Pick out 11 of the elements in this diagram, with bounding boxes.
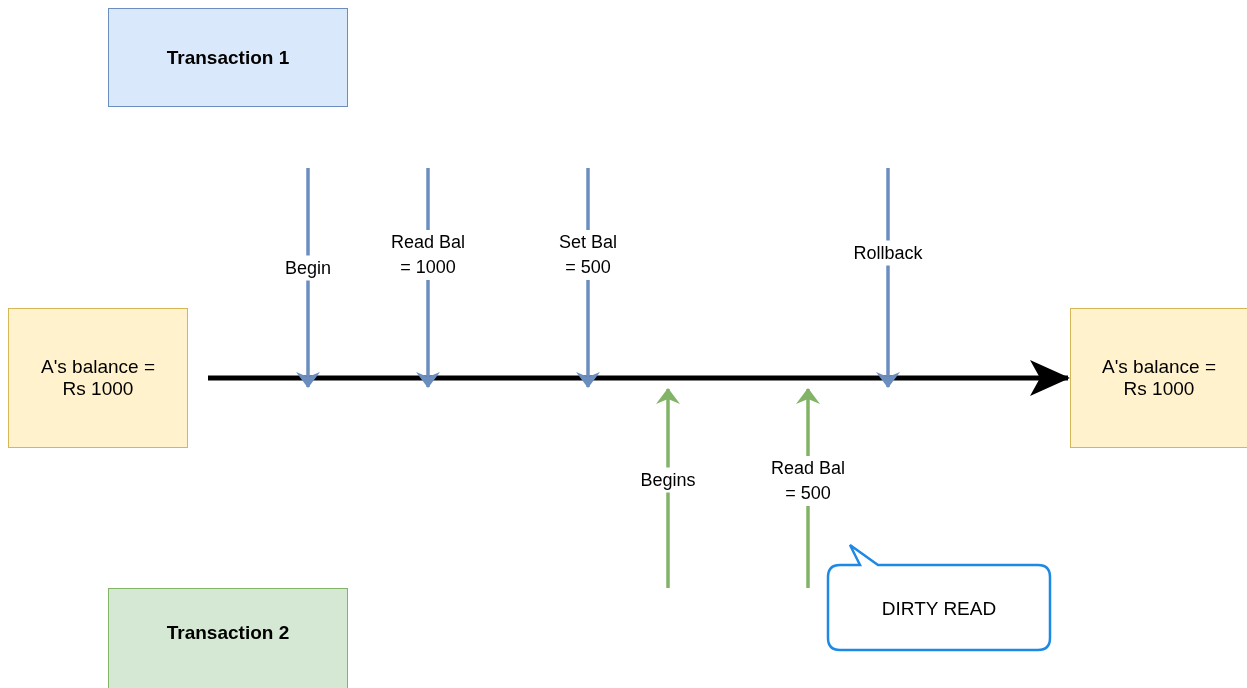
transaction-box (108, 8, 348, 107)
balance-box (1070, 308, 1247, 448)
box-text: DIRTY READ (880, 597, 998, 620)
timeline-arrow (208, 360, 1070, 396)
transaction-box (108, 588, 348, 688)
callout-bubble (826, 543, 1052, 652)
box-text: A's balance = Rs 1000 (40, 356, 156, 400)
box-text: A's balance = Rs 1000 (1101, 356, 1217, 400)
balance-box (8, 308, 188, 448)
box-title: Transaction 1 (165, 46, 291, 69)
box-title: Transaction 2 (165, 622, 291, 644)
